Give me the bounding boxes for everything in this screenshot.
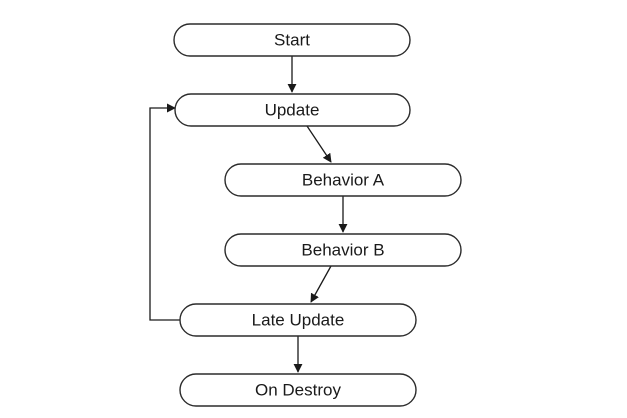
node-update: Update xyxy=(174,93,411,127)
node-on-destroy-label: On Destroy xyxy=(255,380,341,399)
node-start-label: Start xyxy=(274,30,310,49)
node-start-box xyxy=(173,23,411,57)
node-behavior-a: Behavior A xyxy=(224,163,462,197)
node-behavior-b-box xyxy=(224,233,462,267)
node-on-destroy-box xyxy=(179,373,417,407)
edge-update-to-behavior-a xyxy=(306,125,332,163)
node-update-label: Update xyxy=(265,100,320,119)
node-late-update-label: Late Update xyxy=(252,310,345,329)
node-late-update: Late Update xyxy=(179,303,417,337)
node-on-destroy: On Destroy xyxy=(179,373,417,407)
edge-loop-late-update-to-update xyxy=(149,103,180,321)
node-late-update-box xyxy=(179,303,417,337)
node-update-box xyxy=(174,93,411,127)
node-behavior-a-label: Behavior A xyxy=(302,170,385,189)
node-behavior-b-label: Behavior B xyxy=(301,240,384,259)
node-start: Start xyxy=(173,23,411,57)
edge-behavior-b-to-late-update xyxy=(310,265,332,303)
node-behavior-a-box xyxy=(224,163,462,197)
node-behavior-b: Behavior B xyxy=(224,233,462,267)
